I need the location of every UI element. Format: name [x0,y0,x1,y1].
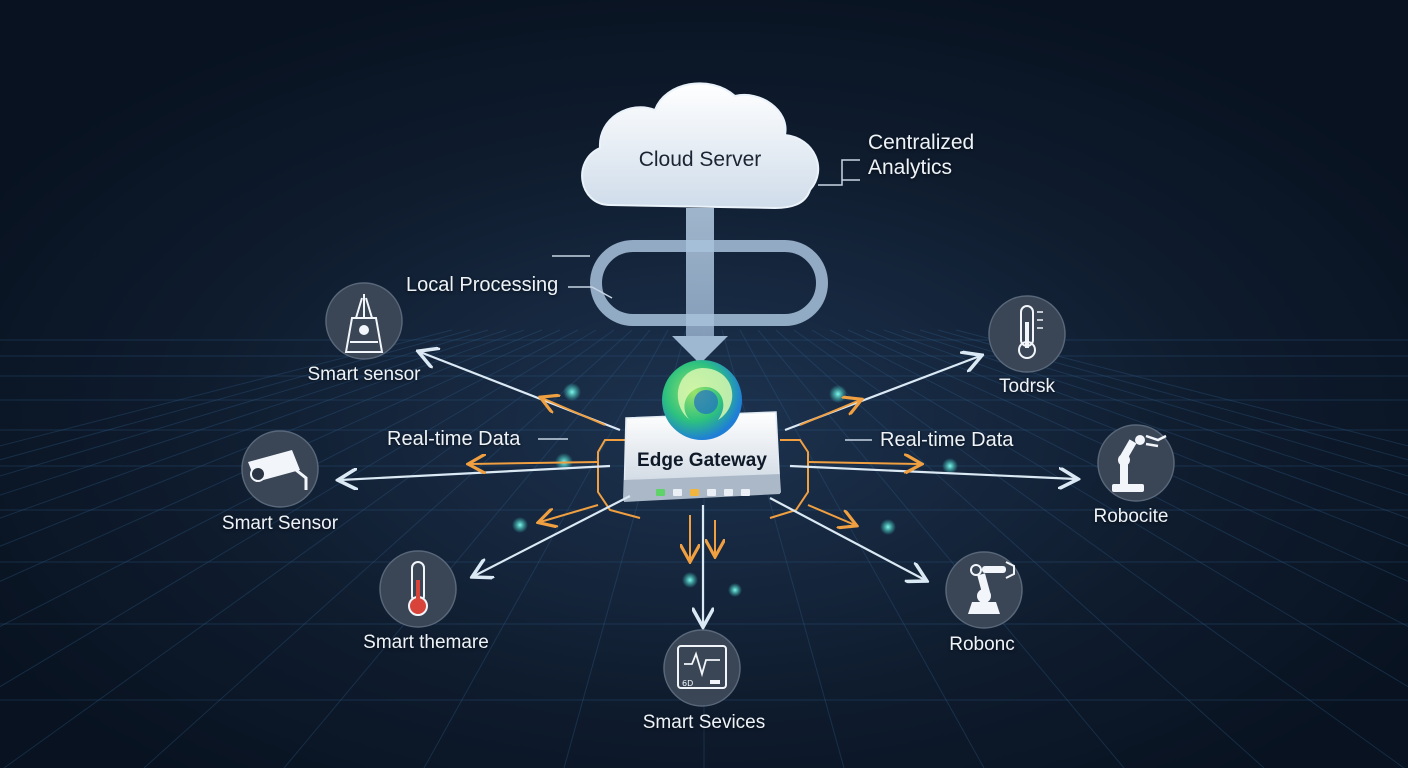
device-node-6 [1097,424,1175,502]
monitor-display-icon: 6D [677,645,727,689]
robotic-arm-icon [1112,434,1167,492]
local-processing-label: Local Processing [406,274,559,296]
edge-gateway-title: Edge Gateway [637,450,767,471]
analytics-line-2: Analytics [868,156,953,179]
local-processing-loop [590,240,828,326]
cloud-server-title: Cloud Server [638,148,762,171]
device-label-4: Smart Sevices [642,712,766,733]
thermometer-icon [408,561,428,616]
orange-data-arrows [470,398,920,560]
security-camera-icon [248,450,308,490]
realtime-data-left-label: Real-time Data [387,428,521,450]
device-label-7: Todrsk [999,376,1055,397]
device-node-7 [988,295,1066,373]
gateway-logo-icon [662,360,742,440]
cloud-server-shape [581,82,820,210]
device-label-2: Smart Sensor [221,513,339,534]
robotic-arm-icon [968,561,1015,614]
centralized-analytics-label: Centralized Analytics [868,130,974,180]
device-label-3: Smart themare [363,632,489,653]
orange-circuit-traces [597,439,809,519]
device-node-3 [379,550,457,628]
monitor-icon-text: 6D [682,679,693,688]
device-label-5: Robonc [949,634,1015,655]
analytics-line-1: Centralized [868,131,975,154]
device-node-1 [325,282,403,360]
device-label-6: Robocite [1093,506,1169,527]
analytics-leader [818,159,860,186]
glow-particles [512,383,958,597]
sensor-probe-icon [344,294,384,353]
device-node-2 [241,430,319,508]
device-node-5 [945,551,1023,629]
thermometer-icon [1018,305,1043,359]
device-label-1: Smart sensor [307,364,421,385]
realtime-data-right-label: Real-time Data [880,429,1014,451]
edge-gateway-device [623,411,781,502]
device-node-4: 6D [663,629,741,707]
